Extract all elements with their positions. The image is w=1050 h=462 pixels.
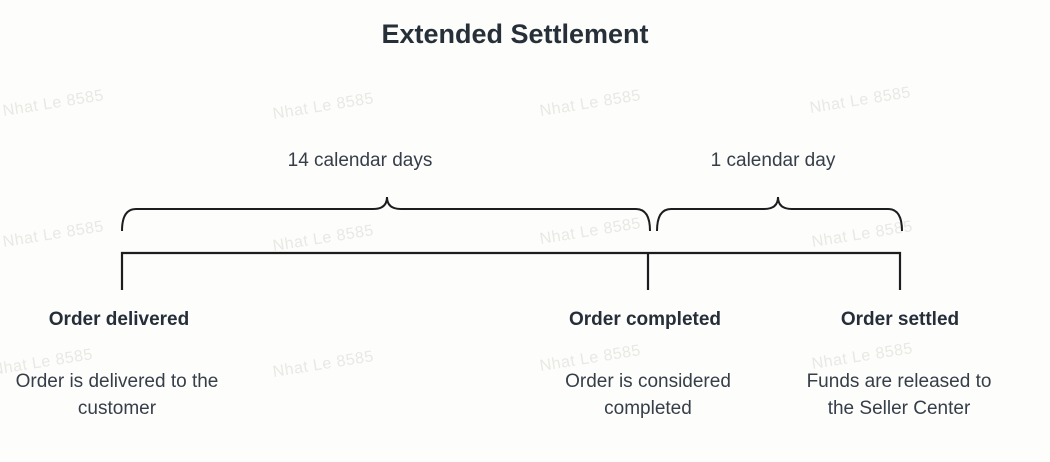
milestone-name-order-delivered: Order delivered: [48, 309, 190, 330]
milestone-description-order-completed: Order is considered completed: [565, 371, 731, 419]
duration-label-1-day: 1 calendar day: [710, 150, 836, 171]
brace-14-days: [121, 196, 651, 232]
page-title: Extended Settlement: [381, 19, 649, 49]
brace-1-day: [656, 196, 903, 232]
milestone-name-order-completed: Order completed: [568, 309, 722, 330]
milestone-description-order-delivered: Order is delivered to the customer: [15, 371, 219, 419]
milestone-description-order-settled: Funds are released to the Seller Center: [806, 371, 992, 419]
timeline-axis: [120, 251, 902, 290]
milestone-name-order-settled: Order settled: [840, 309, 960, 330]
duration-label-14-days: 14 calendar days: [287, 150, 433, 171]
